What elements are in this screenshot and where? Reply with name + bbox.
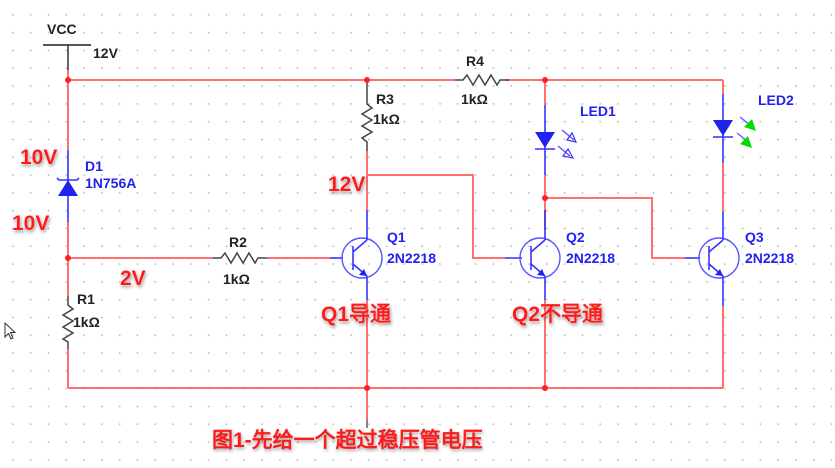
resistor-r4[interactable]: R4 1kΩ bbox=[455, 53, 509, 107]
wire-q2c-to-q3b[interactable] bbox=[545, 197, 685, 259]
d1-part: 1N756A bbox=[85, 175, 136, 191]
annotation-zener-top-voltage: 10V bbox=[20, 146, 57, 169]
q1-ref: Q1 bbox=[387, 229, 406, 245]
q1-part: 2N2218 bbox=[387, 250, 436, 266]
q2-ref: Q2 bbox=[566, 229, 585, 245]
resistor-r2[interactable]: R2 1kΩ bbox=[213, 234, 267, 287]
junction-dot bbox=[364, 385, 370, 391]
transistor-q2[interactable]: Q2 2N2218 bbox=[505, 210, 615, 300]
r1-ref: R1 bbox=[77, 291, 95, 307]
figure-caption: 图1-先给一个超过稳压管电压 bbox=[212, 428, 483, 452]
r4-zigzag-icon bbox=[455, 73, 509, 87]
r2-zigzag-icon bbox=[213, 251, 267, 265]
r2-value: 1kΩ bbox=[223, 271, 250, 287]
led2-triangle-icon bbox=[713, 120, 733, 136]
annotation-q1-base-voltage: 2V bbox=[120, 267, 146, 290]
annotation-q1-state: Q1导通 bbox=[321, 303, 391, 326]
q3-emitter-arrow-icon bbox=[715, 269, 723, 276]
junction-dot bbox=[542, 385, 548, 391]
q3-part: 2N2218 bbox=[745, 250, 794, 266]
top-rail bbox=[67, 70, 723, 150]
q3-collector-line bbox=[708, 239, 724, 253]
q1-body-icon bbox=[341, 237, 383, 279]
annotations: 10V 10V 2V 12V Q1导通 Q2不导通 图1-先给一个超过稳压管电压 bbox=[12, 146, 604, 452]
q1-emitter-arrow-icon bbox=[359, 269, 367, 276]
junctions bbox=[65, 77, 548, 391]
q3-body-icon bbox=[698, 237, 740, 279]
zener-bar-icon bbox=[56, 177, 80, 181]
annotation-q2-state: Q2不导通 bbox=[512, 303, 603, 326]
d1-ref: D1 bbox=[85, 158, 103, 174]
q2-emitter-arrow-icon bbox=[537, 269, 545, 276]
led1-triangle-icon bbox=[535, 132, 555, 148]
q2-body-icon bbox=[519, 237, 561, 279]
r1-zigzag-icon bbox=[61, 296, 75, 349]
q2-part: 2N2218 bbox=[566, 250, 615, 266]
r2-ref: R2 bbox=[229, 234, 247, 250]
led1[interactable]: LED1 bbox=[535, 103, 616, 175]
led2[interactable]: LED2 bbox=[713, 92, 794, 163]
r4-value: 1kΩ bbox=[461, 91, 488, 107]
zener-triangle-icon bbox=[58, 180, 78, 196]
transistor-q3[interactable]: Q3 2N2218 bbox=[685, 212, 794, 306]
vcc-source[interactable]: VCC 12V bbox=[43, 21, 119, 70]
annotation-q1-collector-voltage: 12V bbox=[328, 173, 365, 196]
resistor-r3[interactable]: R3 1kΩ bbox=[360, 80, 400, 151]
q1-collector-line bbox=[352, 239, 368, 253]
vcc-label: VCC bbox=[47, 21, 77, 37]
q2-collector-line bbox=[530, 239, 546, 253]
junction-dot bbox=[65, 255, 71, 261]
zener-d1[interactable]: D1 1N756A bbox=[56, 150, 136, 222]
r1-value: 1kΩ bbox=[73, 314, 100, 330]
wire-q1c-to-q2b[interactable] bbox=[367, 174, 505, 259]
resistor-r1[interactable]: R1 1kΩ bbox=[61, 291, 100, 349]
annotation-zener-bottom-voltage: 10V bbox=[12, 212, 49, 235]
junction-dot bbox=[542, 195, 548, 201]
r3-ref: R3 bbox=[376, 91, 394, 107]
led1-ref: LED1 bbox=[580, 103, 616, 119]
led1-light-arrows-icon bbox=[557, 129, 578, 159]
vcc-voltage-label: 12V bbox=[93, 45, 119, 61]
led2-light-arrows-icon bbox=[736, 116, 756, 148]
led2-ref: LED2 bbox=[758, 92, 794, 108]
r3-value: 1kΩ bbox=[373, 111, 400, 127]
junction-dot bbox=[65, 77, 71, 83]
r4-ref: R4 bbox=[466, 53, 484, 69]
mouse-cursor-icon bbox=[4, 322, 17, 340]
transistor-q1[interactable]: Q1 2N2218 bbox=[330, 210, 436, 300]
q3-ref: Q3 bbox=[745, 229, 764, 245]
junction-dot bbox=[364, 77, 370, 83]
junction-dot bbox=[542, 77, 548, 83]
r3-zigzag-icon bbox=[360, 80, 374, 151]
